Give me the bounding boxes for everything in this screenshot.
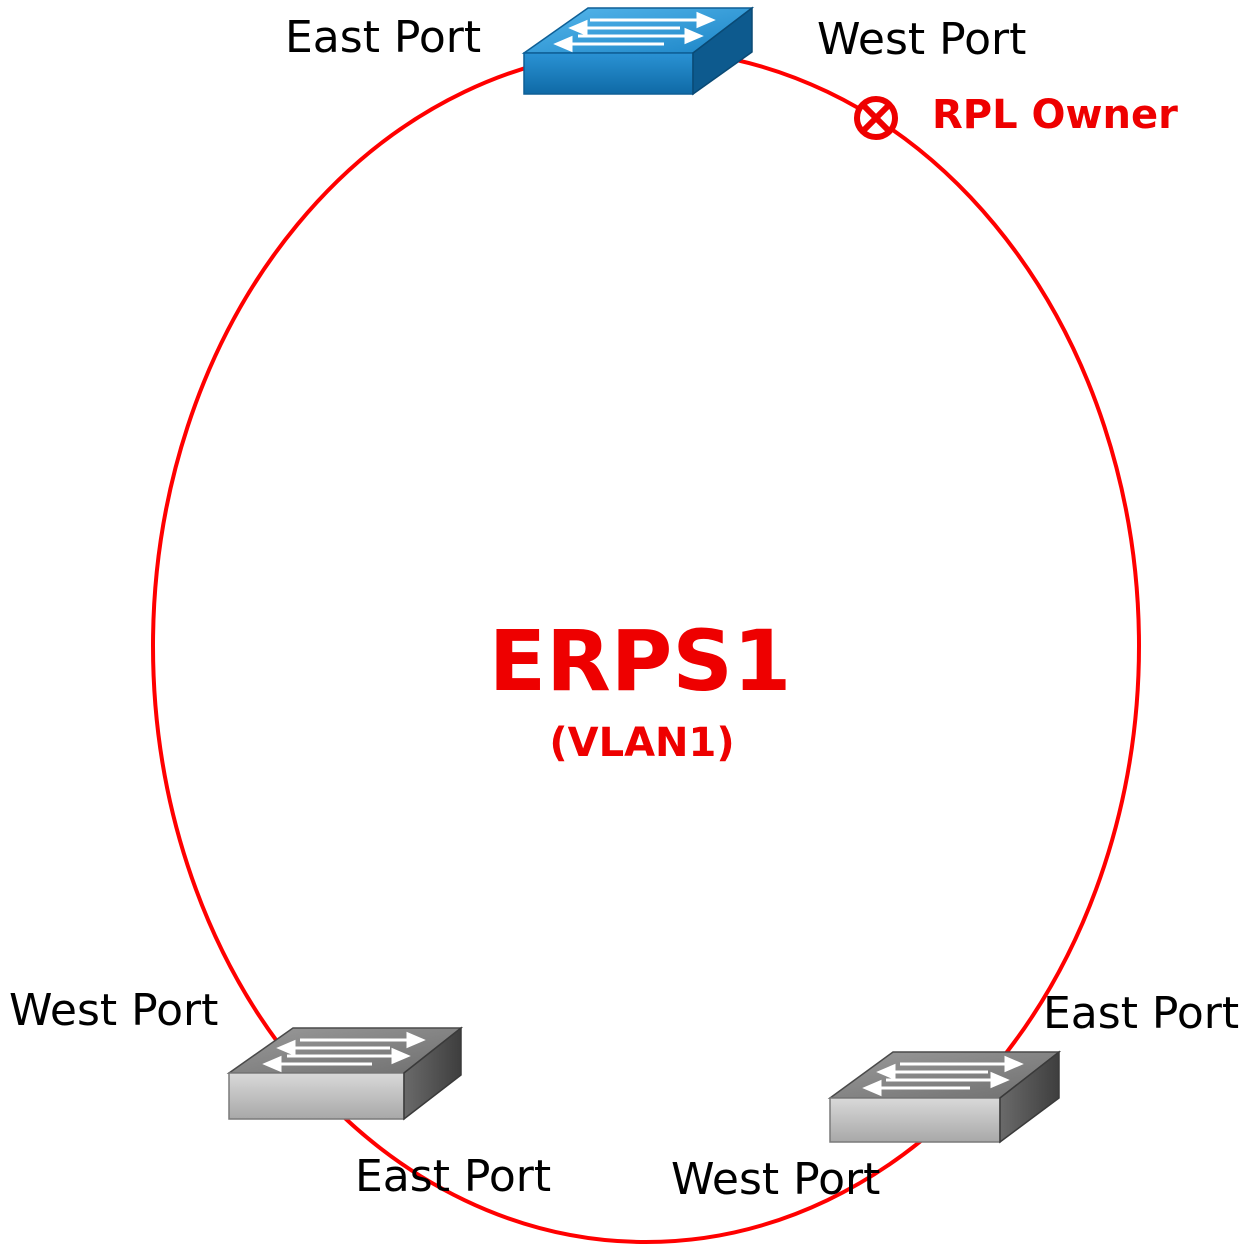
switch-top-rpl-owner[interactable] — [521, 6, 755, 96]
switch-bottom-right[interactable] — [827, 1050, 1062, 1144]
switch-icon — [226, 1026, 464, 1121]
top-west-port-label: West Port — [817, 14, 1026, 65]
ring-name: ERPS1 — [489, 612, 792, 710]
switch-icon — [521, 6, 755, 96]
bottom-left-east-port-label: East Port — [355, 1151, 551, 1202]
bottom-right-west-port-label: West Port — [671, 1154, 880, 1205]
top-east-port-label: East Port — [285, 12, 481, 63]
bottom-right-east-port-label: East Port — [1043, 988, 1239, 1039]
switch-icon — [827, 1050, 1062, 1144]
switch-bottom-left[interactable] — [226, 1026, 464, 1121]
blocked-port-icon — [854, 96, 898, 140]
rpl-owner-label: RPL Owner — [932, 92, 1178, 138]
ring-vlan: (VLAN1) — [549, 720, 734, 766]
bottom-left-west-port-label: West Port — [9, 985, 218, 1036]
